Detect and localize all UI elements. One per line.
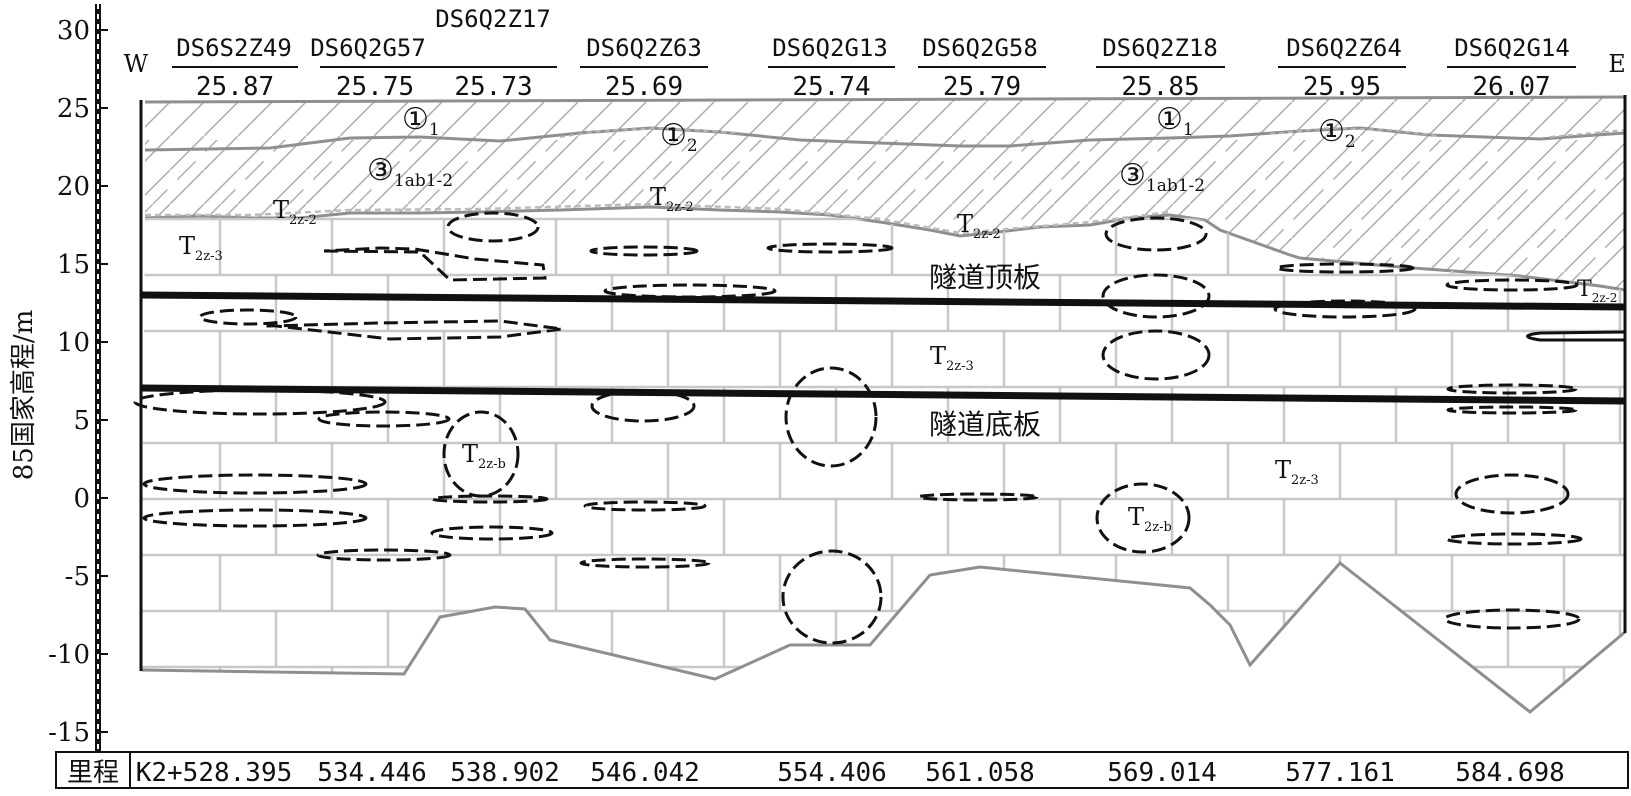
- borehole-labels: DS6S2Z49 25.87 DS6Q2G57 25.75 DS6Q2Z17 25.73 D…: [172, 5, 1576, 102]
- mileage-value: 561.058: [925, 758, 1035, 788]
- svg-text:①1: ①1: [1156, 102, 1194, 140]
- y-tick-label: -10: [48, 640, 90, 670]
- y-axis-label: 85国家高程/m: [9, 310, 39, 481]
- svg-text:T2z-2: T2z-2: [957, 210, 1001, 242]
- y-tick-label: -15: [48, 718, 90, 748]
- y-tick-label: 30: [57, 16, 90, 46]
- layer-label: T2z-3: [1275, 456, 1319, 488]
- y-tick-label: 0: [73, 484, 90, 514]
- ground-surface: [144, 95, 1626, 104]
- layer-label: ①2: [660, 118, 698, 156]
- borehole-id: DS6Q2Z18: [1102, 34, 1218, 62]
- layer-label: T2z-3: [930, 342, 974, 374]
- mileage-value: 546.042: [590, 758, 700, 788]
- svg-text:③1ab1-2: ③1ab1-2: [367, 153, 453, 191]
- y-tick-label: 15: [57, 250, 90, 280]
- mileage-bar: 里程 K2+528.395 534.446 538.902 546.042 554.40…: [55, 751, 1629, 789]
- tunnel-floor-label: 隧道底板: [929, 408, 1041, 441]
- fill-layer-boundary-2: [559, 126, 1626, 138]
- mileage-value: 569.014: [1107, 758, 1217, 788]
- tunnel-floor-line: [140, 384, 1626, 405]
- borehole-elevation: 25.74: [792, 72, 870, 102]
- layer-label: T2z-3: [179, 232, 223, 264]
- fill-layer-boundary: [144, 126, 1626, 152]
- layer-label: T2z-2: [273, 196, 317, 228]
- karst-cavity-edge: [1526, 330, 1626, 342]
- layer-label: T2z-2: [957, 210, 1001, 242]
- layer-label: ③1ab1-2: [1119, 158, 1205, 196]
- rock-surface-dashed: [145, 202, 1171, 235]
- rock-surface: [144, 205, 1626, 292]
- y-tick-label: 10: [57, 328, 90, 358]
- mileage-value: 534.446: [317, 758, 427, 788]
- layer-label: T2z-2: [1577, 277, 1617, 305]
- mileage-value: 554.406: [777, 758, 887, 788]
- y-axis: 30 25 20 15 10 5 0 -5 -10 -15 85国家高程/m: [9, 4, 108, 774]
- svg-text:①2: ①2: [1318, 114, 1356, 152]
- y-tick-label: 25: [57, 94, 90, 124]
- mileage-label: 里程: [67, 758, 119, 788]
- svg-text:T2z-2: T2z-2: [650, 183, 694, 215]
- svg-text:T2z-2: T2z-2: [1577, 277, 1617, 305]
- svg-text:①2: ①2: [660, 118, 698, 156]
- borehole-elevation: 25.79: [943, 72, 1021, 102]
- tunnel-roof-line: [140, 291, 1626, 311]
- svg-text:T2z-b: T2z-b: [462, 440, 506, 472]
- layer-label: T2z-2: [650, 183, 694, 215]
- borehole-id: DS6Q2G14: [1454, 34, 1570, 62]
- borehole-id: DS6Q2G57: [310, 34, 426, 62]
- mileage-value: K2+528.395: [136, 758, 293, 788]
- borehole-id: DS6Q2G58: [922, 34, 1038, 62]
- layer-label: T2z-b: [1128, 503, 1172, 535]
- karst-cavity-irregular-1: [323, 246, 547, 282]
- layer-label: T2z-b: [462, 440, 506, 472]
- mileage-value: 584.698: [1455, 758, 1565, 788]
- svg-text:T2z-3: T2z-3: [930, 342, 974, 374]
- karst-cavity-irregular-2: [266, 319, 563, 341]
- borehole-elevation: 25.69: [605, 72, 683, 102]
- layer-label: ①1: [402, 102, 440, 140]
- layer-label: ③1ab1-2: [367, 153, 453, 191]
- y-tick-label: -5: [65, 562, 90, 592]
- borehole-id: DS6Q2G13: [772, 34, 888, 62]
- karst-cavities: [133, 211, 1583, 645]
- y-tick-label: 20: [57, 172, 90, 202]
- borehole-id: DS6Q2Z64: [1286, 34, 1402, 62]
- borehole-elevation: 25.73: [454, 72, 532, 102]
- layer-label: ①1: [1156, 102, 1194, 140]
- svg-text:T2z-3: T2z-3: [179, 232, 223, 264]
- layer-label: ①2: [1318, 114, 1356, 152]
- svg-text:T2z-b: T2z-b: [1128, 503, 1172, 535]
- tunnel-roof-label: 隧道顶板: [929, 261, 1041, 294]
- mileage-value: 538.902: [450, 758, 560, 788]
- west-marker: W: [124, 50, 149, 78]
- east-marker: E: [1608, 50, 1626, 78]
- borehole-elevation: 25.87: [196, 72, 274, 102]
- borehole-id: DS6Q2Z63: [586, 34, 702, 62]
- borehole-id: DS6S2Z49: [176, 34, 292, 62]
- svg-text:T2z-2: T2z-2: [273, 196, 317, 228]
- rock-bottom: [140, 560, 1626, 714]
- mileage-value: 577.161: [1285, 758, 1395, 788]
- svg-text:T2z-3: T2z-3: [1275, 456, 1319, 488]
- svg-text:①1: ①1: [402, 102, 440, 140]
- y-tick-label: 5: [73, 406, 90, 436]
- svg-text:③1ab1-2: ③1ab1-2: [1119, 158, 1205, 196]
- borehole-id: DS6Q2Z17: [435, 5, 551, 33]
- borehole-elevation: 25.75: [336, 72, 414, 102]
